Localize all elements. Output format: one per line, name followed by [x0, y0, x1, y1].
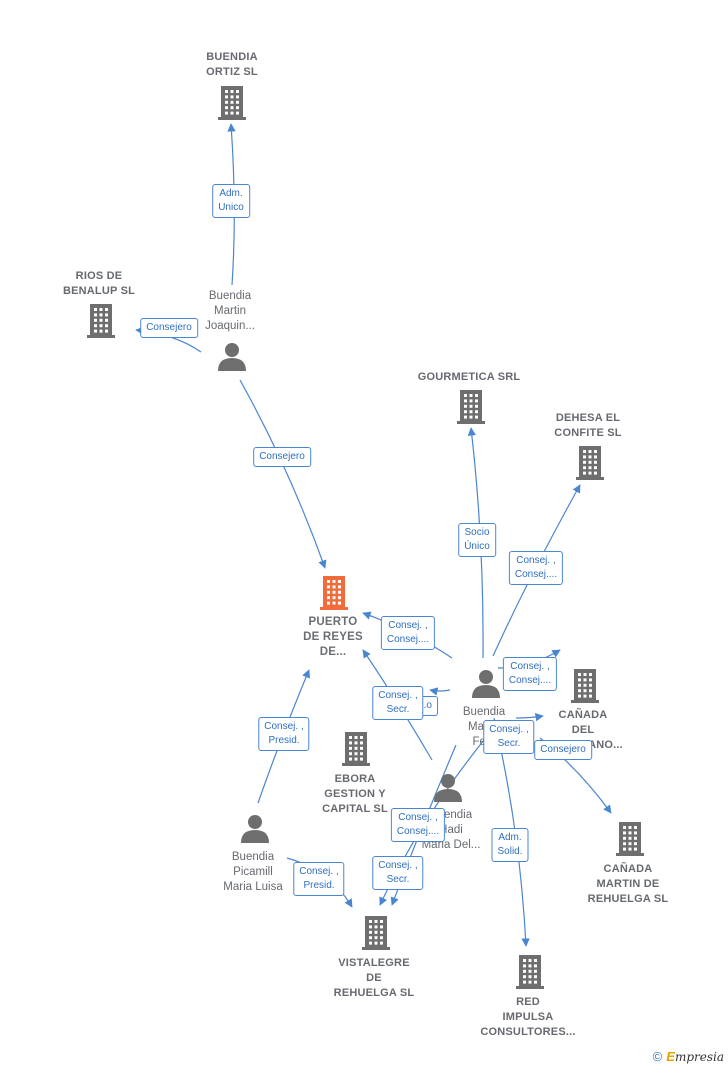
relationship-label[interactable]: Consej. , Presid.	[258, 717, 310, 751]
person-icon[interactable]	[472, 670, 500, 698]
building-icon[interactable]	[516, 955, 544, 989]
relationship-edge	[515, 712, 544, 722]
relationship-label[interactable]: Consejero	[253, 447, 311, 467]
relationship-label[interactable]: Consej. , Secr.	[372, 686, 424, 720]
company-label[interactable]: RED IMPULSA CONSULTORES...	[480, 996, 576, 1038]
building-icon[interactable]	[362, 916, 390, 950]
relationship-label[interactable]: Consej. , Consej....	[508, 551, 564, 585]
building-icon[interactable]	[457, 390, 485, 424]
person-icon[interactable]	[218, 343, 246, 371]
relationship-label[interactable]: Adm. Solid.	[491, 828, 529, 862]
brand-initial: E	[666, 1049, 675, 1064]
building-icon[interactable]	[576, 446, 604, 480]
copyright-icon: ©	[652, 1049, 663, 1064]
person-label[interactable]: Buendia Picamill Maria Luisa	[223, 851, 283, 893]
relationship-label[interactable]: Socio Único	[458, 523, 496, 557]
edge-layer	[135, 123, 612, 947]
building-icon[interactable]	[616, 822, 644, 856]
brand-name: mpresia	[674, 1050, 724, 1064]
relationship-label[interactable]: Consej. , Secr.	[372, 856, 424, 890]
relationship-edge	[239, 379, 327, 569]
relationship-label[interactable]: Adm. Unico	[212, 184, 250, 218]
person-icon[interactable]	[241, 815, 269, 843]
building-icon[interactable]	[218, 86, 246, 120]
company-label[interactable]: RIOS DE BENALUP SL	[62, 270, 136, 297]
credit[interactable]: ©Empresia	[653, 1049, 724, 1064]
relationship-label[interactable]: Consej. , Presid.	[293, 862, 345, 896]
company-label[interactable]: VISTALEGRE DE REHUELGA SL	[333, 957, 415, 999]
relationship-edge	[429, 687, 451, 696]
relationship-label[interactable]: Consej. , Consej....	[380, 616, 436, 650]
person-icon[interactable]	[434, 774, 462, 802]
relationship-label[interactable]: Consejero	[534, 740, 592, 760]
icon-layer	[87, 86, 644, 989]
company-label[interactable]: DEHESA EL CONFITE SL	[554, 412, 622, 439]
building-icon[interactable]	[87, 304, 115, 338]
company-label[interactable]: EBORA GESTION Y CAPITAL SL	[322, 773, 388, 815]
relationship-label[interactable]: Consej. , Consej....	[502, 657, 558, 691]
relationship-label[interactable]: Consejero	[140, 318, 198, 338]
relationship-label[interactable]: Consej. , Consej....	[390, 808, 446, 842]
company-label[interactable]: CAÑADA MARTIN DE REHUELGA SL	[587, 863, 669, 905]
building-icon[interactable]	[342, 732, 370, 766]
company-label[interactable]: GOURMETICA SRL	[417, 371, 521, 383]
company-label[interactable]: PUERTO DE REYES DE...	[303, 616, 363, 658]
building-icon[interactable]	[571, 669, 599, 703]
relationship-label[interactable]: Consej. , Secr.	[483, 720, 535, 754]
person-label[interactable]: Buendia Martin Joaquin...	[205, 290, 255, 332]
company-label[interactable]: BUENDIA ORTIZ SL	[206, 51, 258, 78]
building-icon[interactable]	[320, 576, 348, 610]
